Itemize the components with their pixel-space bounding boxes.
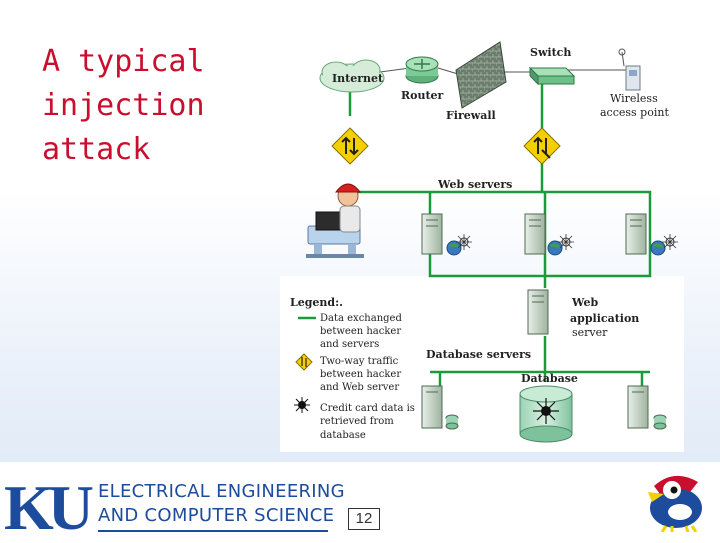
firewall-label: Firewall bbox=[446, 109, 496, 122]
database-label: Database bbox=[521, 372, 578, 385]
legend-item1-line3: and servers bbox=[320, 339, 379, 350]
web-server-icon bbox=[625, 213, 678, 256]
slide-title: A typical injection attack bbox=[42, 44, 205, 167]
jayhawk-mascot-icon bbox=[648, 475, 702, 532]
page-number: 12 bbox=[348, 508, 380, 530]
two-way-traffic-icon bbox=[523, 127, 561, 165]
firewall-icon bbox=[455, 41, 507, 109]
legend-item3-line1: Credit card data is bbox=[320, 403, 415, 414]
network-diagram: Internet Router Firewall Switch Wireless… bbox=[280, 41, 684, 452]
legend-item1-line1: Data exchanged bbox=[320, 313, 402, 324]
legend-item3-line2: retrieved from bbox=[320, 416, 394, 427]
database-icon bbox=[519, 385, 573, 443]
switch-icon bbox=[528, 66, 576, 86]
department-name: ELECTRICAL ENGINEERING AND COMPUTER SCIE… bbox=[98, 480, 345, 528]
database-servers-label: Database servers bbox=[426, 348, 531, 361]
internet-cloud-icon bbox=[319, 59, 385, 93]
web-server-icon bbox=[524, 213, 574, 256]
wireless-label-line1: Wireless bbox=[610, 92, 658, 105]
legend-item2-line3: and Web server bbox=[320, 382, 399, 393]
web-servers-label: Web servers bbox=[437, 178, 512, 191]
internet-label: Internet bbox=[332, 72, 384, 85]
ku-logo: KU bbox=[4, 472, 94, 543]
legend-title: Legend:. bbox=[290, 296, 343, 309]
legend-two-way-traffic-icon bbox=[295, 353, 313, 371]
department-line1: ELECTRICAL ENGINEERING bbox=[98, 481, 345, 502]
web-app-label-line2: application bbox=[570, 312, 639, 325]
web-application-server-icon bbox=[527, 289, 549, 335]
wireless-access-point-icon bbox=[618, 48, 641, 91]
wireless-label-line2: access point bbox=[600, 106, 669, 119]
hacker-icon bbox=[306, 183, 364, 258]
legend-item2-line1: Two-way traffic bbox=[320, 356, 399, 367]
legend: Legend:. Data exchanged between hacker a… bbox=[290, 296, 415, 441]
legend-credit-card-data-icon bbox=[294, 397, 310, 413]
database-server-icon bbox=[421, 385, 459, 430]
department-line2: AND COMPUTER SCIENCE bbox=[98, 505, 335, 526]
legend-item2-line2: between hacker bbox=[320, 369, 401, 380]
web-app-label-line3: server bbox=[572, 326, 608, 339]
router-label: Router bbox=[401, 89, 444, 102]
department-divider bbox=[98, 530, 328, 532]
web-server-icon bbox=[421, 213, 472, 256]
legend-item3-line3: database bbox=[320, 430, 366, 441]
two-way-traffic-icon bbox=[331, 127, 369, 165]
switch-label: Switch bbox=[530, 46, 571, 59]
web-app-label-line1: Web bbox=[571, 296, 598, 309]
database-server-icon bbox=[627, 385, 667, 430]
router-icon bbox=[405, 56, 439, 84]
legend-item1-line2: between hacker bbox=[320, 326, 401, 337]
diagram-panel bbox=[280, 276, 684, 452]
